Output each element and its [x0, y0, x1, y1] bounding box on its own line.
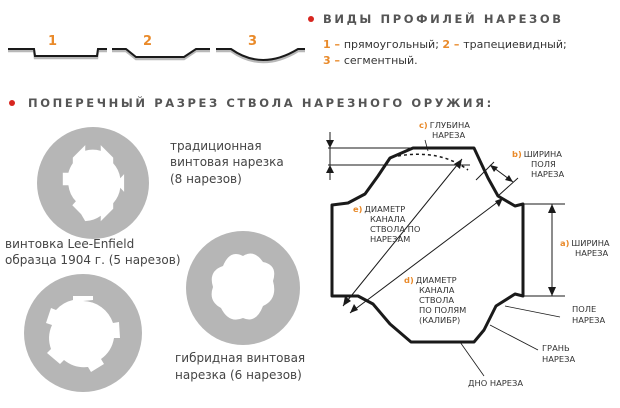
barrel-traditional [37, 127, 149, 239]
label-e-letter: е) [353, 204, 363, 214]
lee-enfield-caption-1: винтовка Lee-Enfield [5, 237, 134, 251]
label-c-line1: с)ГЛУБИНА [419, 120, 470, 130]
label-e-line2: КАНАЛА [370, 214, 406, 224]
dim-c-leader [424, 139, 429, 152]
dim-b-ext1 [475, 161, 495, 181]
dim-d-line [349, 197, 504, 314]
label-d-line4: ПО ПОЛЯМ [419, 305, 466, 315]
profile-trapezoidal [112, 48, 210, 58]
legend-num-2: 2 [442, 38, 450, 51]
label-b-text: ШИРИНА [524, 149, 563, 159]
barrel-cross-section [326, 132, 565, 377]
profile-1-number: 1 [48, 34, 57, 49]
label-d-text: ДИАМЕТР [416, 275, 457, 285]
label-a-line2: НАРЕЗА [575, 248, 608, 258]
profile-legend-line1: 1 – прямоугольный; 2 – трапециевидный; [323, 38, 567, 51]
profile-rectangular-shadow [8, 49, 107, 60]
dim-e-arrow1 [343, 296, 351, 306]
legend-dash-2: – [450, 38, 463, 51]
legend-name-1: прямоугольный [344, 38, 435, 51]
dim-b-arrow2 [505, 175, 513, 182]
legend-num-1: 1 [323, 38, 331, 51]
legend-dash-1: – [331, 38, 344, 51]
label-b-line3: НАРЕЗА [531, 169, 564, 179]
label-land-line2: НАРЕЗА [572, 315, 605, 325]
barrel-hybrid-bore [211, 253, 275, 320]
label-bottom-line1: ДНО НАРЕЗА [468, 378, 523, 388]
dim-c-arrow-bottom [326, 165, 334, 173]
label-e-line3: СТВОЛА ПО [370, 224, 421, 234]
dim-e-arrow2 [454, 159, 462, 169]
label-b-letter: b) [512, 149, 522, 159]
label-d-letter: d) [404, 275, 414, 285]
leader-edge [489, 324, 539, 351]
hybrid-caption-1: гибридная винтовая [175, 351, 305, 365]
barrel-lee-enfield [24, 274, 142, 392]
profile-2-number: 2 [143, 34, 152, 49]
profile-trapezoidal-shadow [112, 49, 210, 61]
barrel-hybrid [186, 231, 300, 345]
label-b-line2: ПОЛЯ [531, 159, 556, 169]
profile-segmental [216, 48, 305, 61]
label-a-line1: a)ШИРИНА [560, 238, 610, 248]
hybrid-caption-2: нарезка (6 нарезов) [175, 368, 302, 382]
profile-legend-line2: 3 – сегментный. [323, 54, 418, 67]
traditional-caption-1: традиционная [170, 139, 262, 153]
dim-d-arrow1 [350, 304, 358, 313]
label-edge-line2: НАРЕЗА [542, 354, 575, 364]
section1-title: ВИДЫ ПРОФИЛЕЙ НАРЕЗОВ [323, 11, 564, 26]
label-edge-line1: ГРАНЬ [542, 343, 570, 353]
legend-num-3: 3 [323, 54, 331, 67]
land-circle-dotted [397, 153, 469, 171]
label-d-line5: (КАЛИБР) [419, 315, 460, 325]
barrel-traditional-bore [62, 145, 125, 222]
label-e-text: ДИАМЕТР [364, 204, 405, 214]
profile-segmental-shadow [216, 49, 305, 64]
label-land-line1: ПОЛЕ [572, 304, 596, 314]
label-c-letter: с) [419, 120, 428, 130]
label-a-letter: a) [560, 238, 570, 248]
cross-section-outline [330, 146, 525, 344]
section1-bullet [308, 16, 314, 22]
label-a-text: ШИРИНА [571, 238, 610, 248]
legend-name-2: трапециевидный [463, 38, 563, 51]
dim-e-line [342, 158, 463, 307]
label-e-line4: НАРЕЗАМ [370, 234, 410, 244]
profile-rectangular [8, 48, 107, 57]
label-e-line1: е)ДИАМЕТР [353, 204, 405, 214]
leader-bottom [459, 341, 485, 377]
label-d-line1: d)ДИАМЕТР [404, 275, 457, 285]
label-d-line3: СТВОЛА [419, 295, 454, 305]
dim-a-arrow-top [548, 204, 556, 213]
lee-enfield-caption-2: образца 1904 г. (5 нарезов) [5, 253, 181, 267]
traditional-caption-2: винтовая нарезка [170, 155, 284, 169]
legend-sep-2: ; [563, 38, 567, 51]
traditional-caption-3: (8 нарезов) [170, 172, 242, 186]
legend-name-3: сегментный [344, 54, 414, 67]
profile-3-number: 3 [248, 34, 257, 49]
label-b-line1: b)ШИРИНА [512, 149, 562, 159]
label-d-line2: КАНАЛА [419, 285, 455, 295]
dim-c-arrow-top [326, 140, 334, 148]
dim-b-ext2 [497, 177, 519, 197]
dim-a-arrow-bottom [548, 287, 556, 296]
barrel-lee-enfield-bore [46, 296, 120, 372]
label-c-line2: НАРЕЗА [432, 130, 465, 140]
legend-dash-3: – [331, 54, 344, 67]
section2-title: ПОПЕРЕЧНЫЙ РАЗРЕЗ СТВОЛА НАРЕЗНОГО ОРУЖИ… [28, 95, 494, 110]
dim-b-arrow1 [490, 165, 498, 172]
legend-sep-1: ; [435, 38, 442, 51]
dim-d-arrow2 [495, 198, 503, 207]
legend-end: . [414, 54, 418, 67]
label-c-text: ГЛУБИНА [430, 120, 470, 130]
leader-land [504, 305, 561, 318]
section2-bullet [9, 100, 15, 106]
